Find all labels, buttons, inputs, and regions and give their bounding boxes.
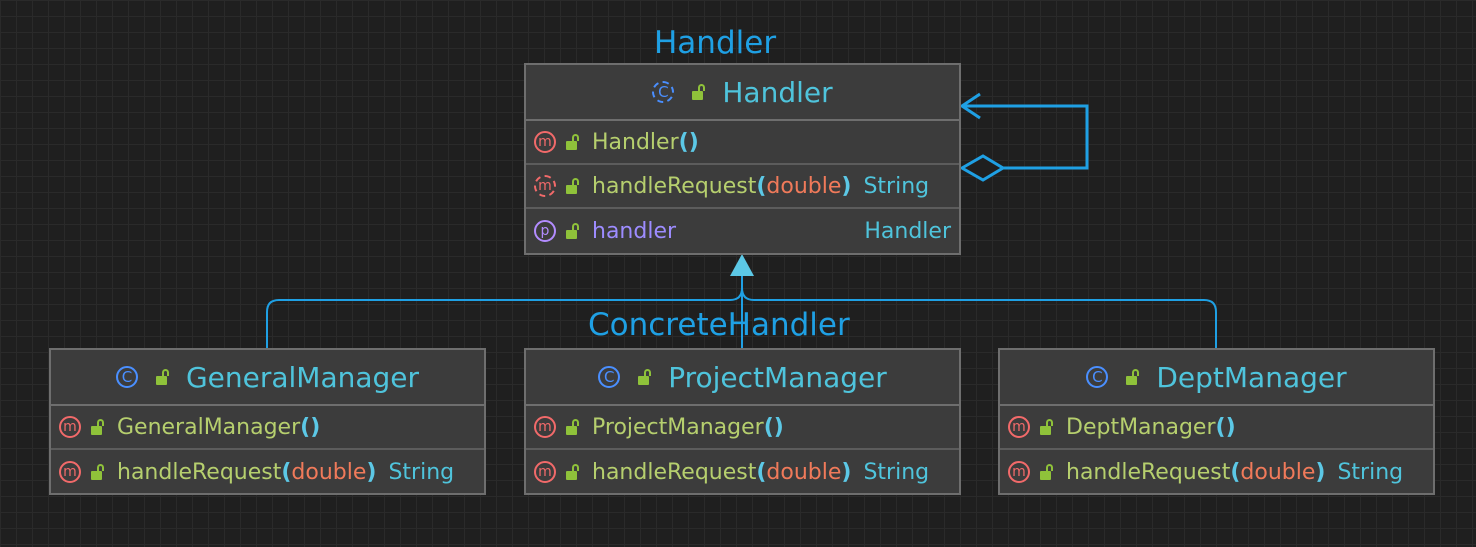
method-name: handleRequest(double) (592, 459, 852, 485)
public-lock-icon (1038, 464, 1052, 480)
group-label-concrete-handler: ConcreteHandler (588, 307, 850, 343)
return-type: String (863, 459, 930, 485)
class-name: ProjectManager (668, 360, 887, 394)
abstract-class-icon: C (652, 81, 675, 103)
aggregation-diamond (958, 154, 1006, 182)
method-icon: m (534, 131, 556, 153)
class-name: DeptManager (1156, 360, 1347, 394)
field-type: Handler (864, 218, 951, 244)
class-header-handler[interactable]: C Handler (526, 65, 959, 121)
constructor-row[interactable]: m DeptManager() (1000, 406, 1433, 450)
constructor-name: GeneralManager() (117, 414, 321, 440)
return-type: String (863, 173, 930, 199)
method-row[interactable]: m handleRequest(double) String (526, 165, 959, 209)
class-header-project-manager[interactable]: C ProjectManager (526, 350, 959, 406)
class-icon: C (115, 366, 138, 388)
constructor-name: DeptManager() (1066, 414, 1236, 440)
public-lock-icon (690, 84, 704, 100)
field-name: handler (592, 218, 677, 244)
class-header-general-manager[interactable]: C GeneralManager (51, 350, 484, 406)
method-row[interactable]: m handleRequest(double) String (1000, 450, 1433, 494)
public-lock-icon (1124, 369, 1138, 385)
public-lock-icon (564, 419, 578, 435)
public-lock-icon (1038, 419, 1052, 435)
method-name: handleRequest(double) (1066, 459, 1326, 485)
public-lock-icon (564, 178, 578, 194)
class-box-dept-manager[interactable]: C DeptManager m DeptManager() m handleRe… (998, 348, 1435, 495)
method-name: handleRequest(double) (117, 459, 377, 485)
class-box-project-manager[interactable]: C ProjectManager m ProjectManager() m ha… (524, 348, 961, 495)
field-row[interactable]: p handler Handler (526, 209, 959, 253)
class-icon: C (598, 366, 621, 388)
method-icon: m (534, 416, 556, 438)
class-box-handler[interactable]: C Handler m Handler() m handleRequest(do… (524, 63, 961, 255)
method-name: handleRequest(double) (592, 173, 852, 199)
public-lock-icon (564, 464, 578, 480)
aggregation-self-line (962, 104, 1089, 170)
method-icon: m (59, 416, 81, 438)
public-lock-icon (636, 369, 650, 385)
class-header-dept-manager[interactable]: C DeptManager (1000, 350, 1433, 406)
public-lock-icon (154, 369, 168, 385)
return-type: String (1337, 459, 1404, 485)
aggregation-open-arrowhead (959, 92, 981, 120)
constructor-name: ProjectManager() (592, 414, 784, 440)
public-lock-icon (564, 134, 578, 150)
public-lock-icon (89, 464, 103, 480)
class-icon: C (1086, 366, 1109, 388)
public-lock-icon (89, 419, 103, 435)
inheritance-arrowhead (730, 254, 754, 276)
class-name: Handler (722, 75, 833, 109)
public-lock-icon (564, 223, 578, 239)
group-label-handler: Handler (654, 25, 777, 61)
method-icon: m (59, 461, 81, 483)
constructor-row[interactable]: m Handler() (526, 121, 959, 165)
property-icon: p (534, 220, 556, 242)
class-box-general-manager[interactable]: C GeneralManager m GeneralManager() m ha… (49, 348, 486, 495)
constructor-row[interactable]: m GeneralManager() (51, 406, 484, 450)
method-icon: m (1008, 416, 1030, 438)
class-name: GeneralManager (185, 360, 420, 394)
abstract-method-icon: m (534, 175, 556, 197)
constructor-row[interactable]: m ProjectManager() (526, 406, 959, 450)
method-icon: m (534, 461, 556, 483)
constructor-name: Handler() (592, 129, 699, 155)
return-type: String (388, 459, 455, 485)
method-icon: m (1008, 461, 1030, 483)
method-row[interactable]: m handleRequest(double) String (526, 450, 959, 494)
method-row[interactable]: m handleRequest(double) String (51, 450, 484, 494)
